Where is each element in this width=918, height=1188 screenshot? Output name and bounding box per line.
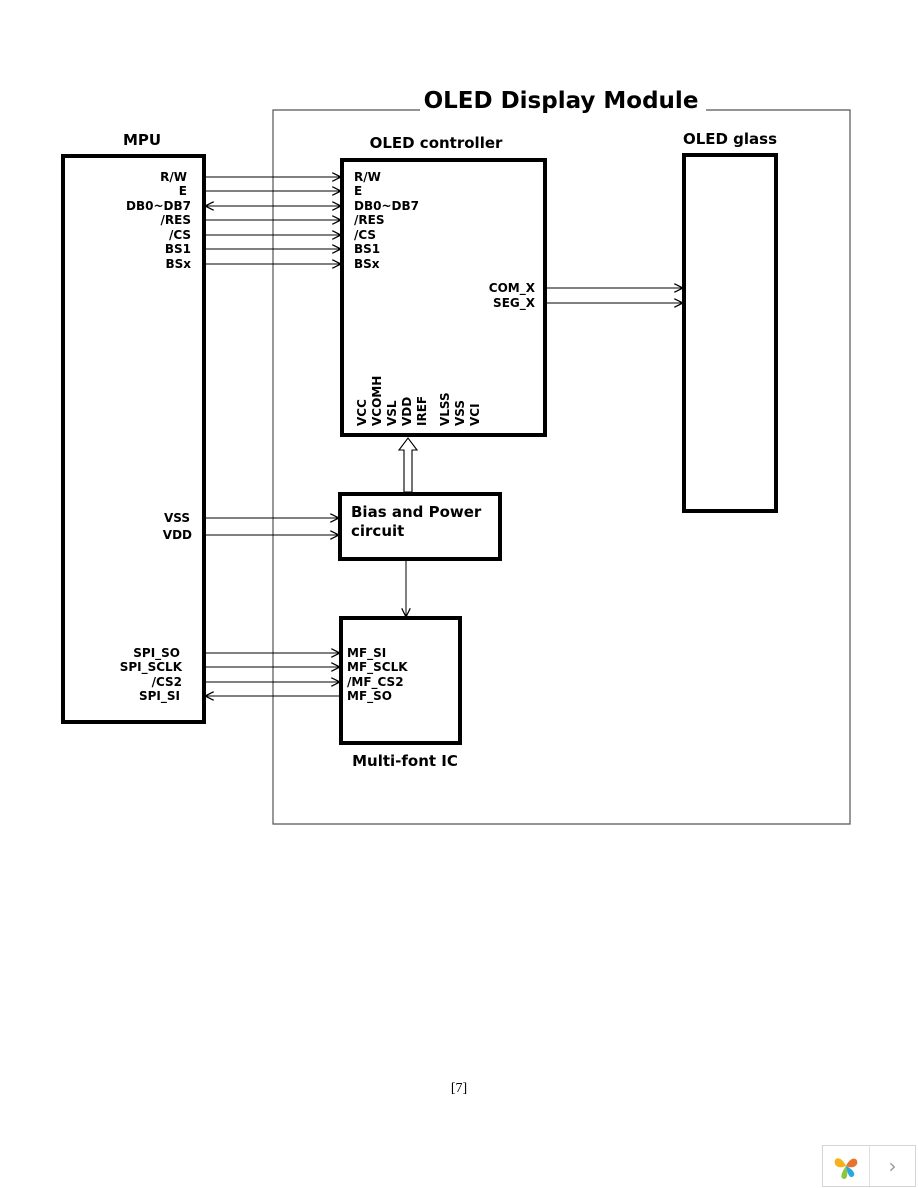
ctrl-pin-cs: /CS (354, 228, 376, 242)
mpu-pin-spi-so: SPI_SO (133, 646, 180, 661)
ctrl-pin-res: /RES (354, 213, 384, 227)
mpu-label: MPU (123, 131, 161, 149)
ctrl-pin-iref: IREF (415, 396, 429, 426)
ctrl-pin-db: DB0~DB7 (354, 199, 419, 213)
logo-petal-yellow (834, 1158, 846, 1168)
ctrl-pin-e: E (354, 184, 362, 198)
logo-graphic (834, 1158, 858, 1179)
ctrl-pin-vdd: VDD (400, 397, 414, 426)
module-title: OLED Display Module (424, 88, 699, 114)
ctrl-pin-seg: SEG_X (493, 296, 536, 311)
spi-bus (205, 653, 339, 696)
ctrl-pin-bsx: BSx (354, 257, 380, 271)
controller-bus-pin-labels: R/W E DB0~DB7 /RES /CS BS1 BSx (354, 170, 419, 271)
ctrl-pin-vsl: VSL (385, 400, 399, 426)
logo-petal-orange (845, 1158, 858, 1168)
ctrl-pin-vss: VSS (453, 400, 467, 426)
power-to-controller-arrow (397, 437, 419, 493)
logo-petal-green (841, 1166, 848, 1179)
ctrl-pin-rw: R/W (354, 170, 381, 184)
mpu-controller-bus (205, 177, 340, 264)
mpu-pin-spi-sclk: SPI_SCLK (120, 660, 183, 675)
mpu-pin-cs: /CS (169, 228, 191, 242)
oled-controller-block (340, 158, 547, 437)
ctrl-pin-vlss: VLSS (438, 392, 452, 426)
multifont-ic-label: Multi-font IC (352, 752, 458, 770)
mpu-pin-bs1: BS1 (165, 242, 191, 256)
ctrl-pin-vcc: VCC (355, 399, 369, 426)
mpu-pin-e: E (179, 184, 187, 198)
mf-pin-si: MF_SI (347, 646, 386, 661)
viewer-nav-widget: › (822, 1145, 916, 1187)
logo-petal-blue (845, 1166, 855, 1178)
bias-power-block (338, 492, 502, 561)
mf-pin-cs2: /MF_CS2 (347, 675, 404, 690)
ctrl-pin-vci: VCI (468, 403, 482, 426)
mpu-pin-spi-si: SPI_SI (139, 689, 180, 704)
oled-glass-label: OLED glass (683, 130, 777, 148)
controller-glass-lines (547, 288, 682, 303)
mpu-pin-bsx: BSx (165, 257, 191, 271)
chevron-right-icon[interactable]: › (888, 1154, 897, 1178)
mpu-pin-rw: R/W (160, 170, 187, 184)
controller-power-pin-labels: VCC VCOMH VSL VDD IREF VLSS VSS VCI (355, 376, 482, 426)
oled-glass-block (682, 153, 778, 513)
mpu-pin-cs2: /CS2 (152, 675, 182, 689)
mpu-pin-vdd: VDD (163, 528, 192, 542)
module-frame (272, 109, 851, 825)
page-number: [7] (450, 1081, 468, 1096)
mf-pin-sclk: MF_SCLK (347, 660, 408, 675)
mpu-bus-pin-labels: R/W E DB0~DB7 /RES /CS BS1 BSx (126, 170, 191, 271)
bias-power-label-line1: Bias and Power (351, 503, 482, 521)
pinwheel-logo-icon[interactable] (823, 1146, 870, 1186)
mpu-block (61, 154, 206, 724)
oled-controller-label: OLED controller (370, 134, 503, 152)
mpu-pin-vss: VSS (164, 511, 190, 525)
mpu-spi-pin-labels: SPI_SO SPI_SCLK /CS2 SPI_SI (120, 646, 183, 704)
multifont-ic-block (339, 616, 462, 745)
mpu-power-lines (205, 518, 338, 535)
multifont-pin-labels: MF_SI MF_SCLK /MF_CS2 MF_SO (347, 646, 408, 704)
mpu-pin-db: DB0~DB7 (126, 199, 191, 213)
ctrl-pin-vcomh: VCOMH (370, 376, 384, 426)
ctrl-pin-bs1: BS1 (354, 242, 380, 256)
mpu-pin-res: /RES (161, 213, 191, 227)
ctrl-pin-com: COM_X (489, 281, 536, 296)
bias-power-label-line2: circuit (351, 522, 404, 540)
mf-pin-so: MF_SO (347, 689, 392, 704)
